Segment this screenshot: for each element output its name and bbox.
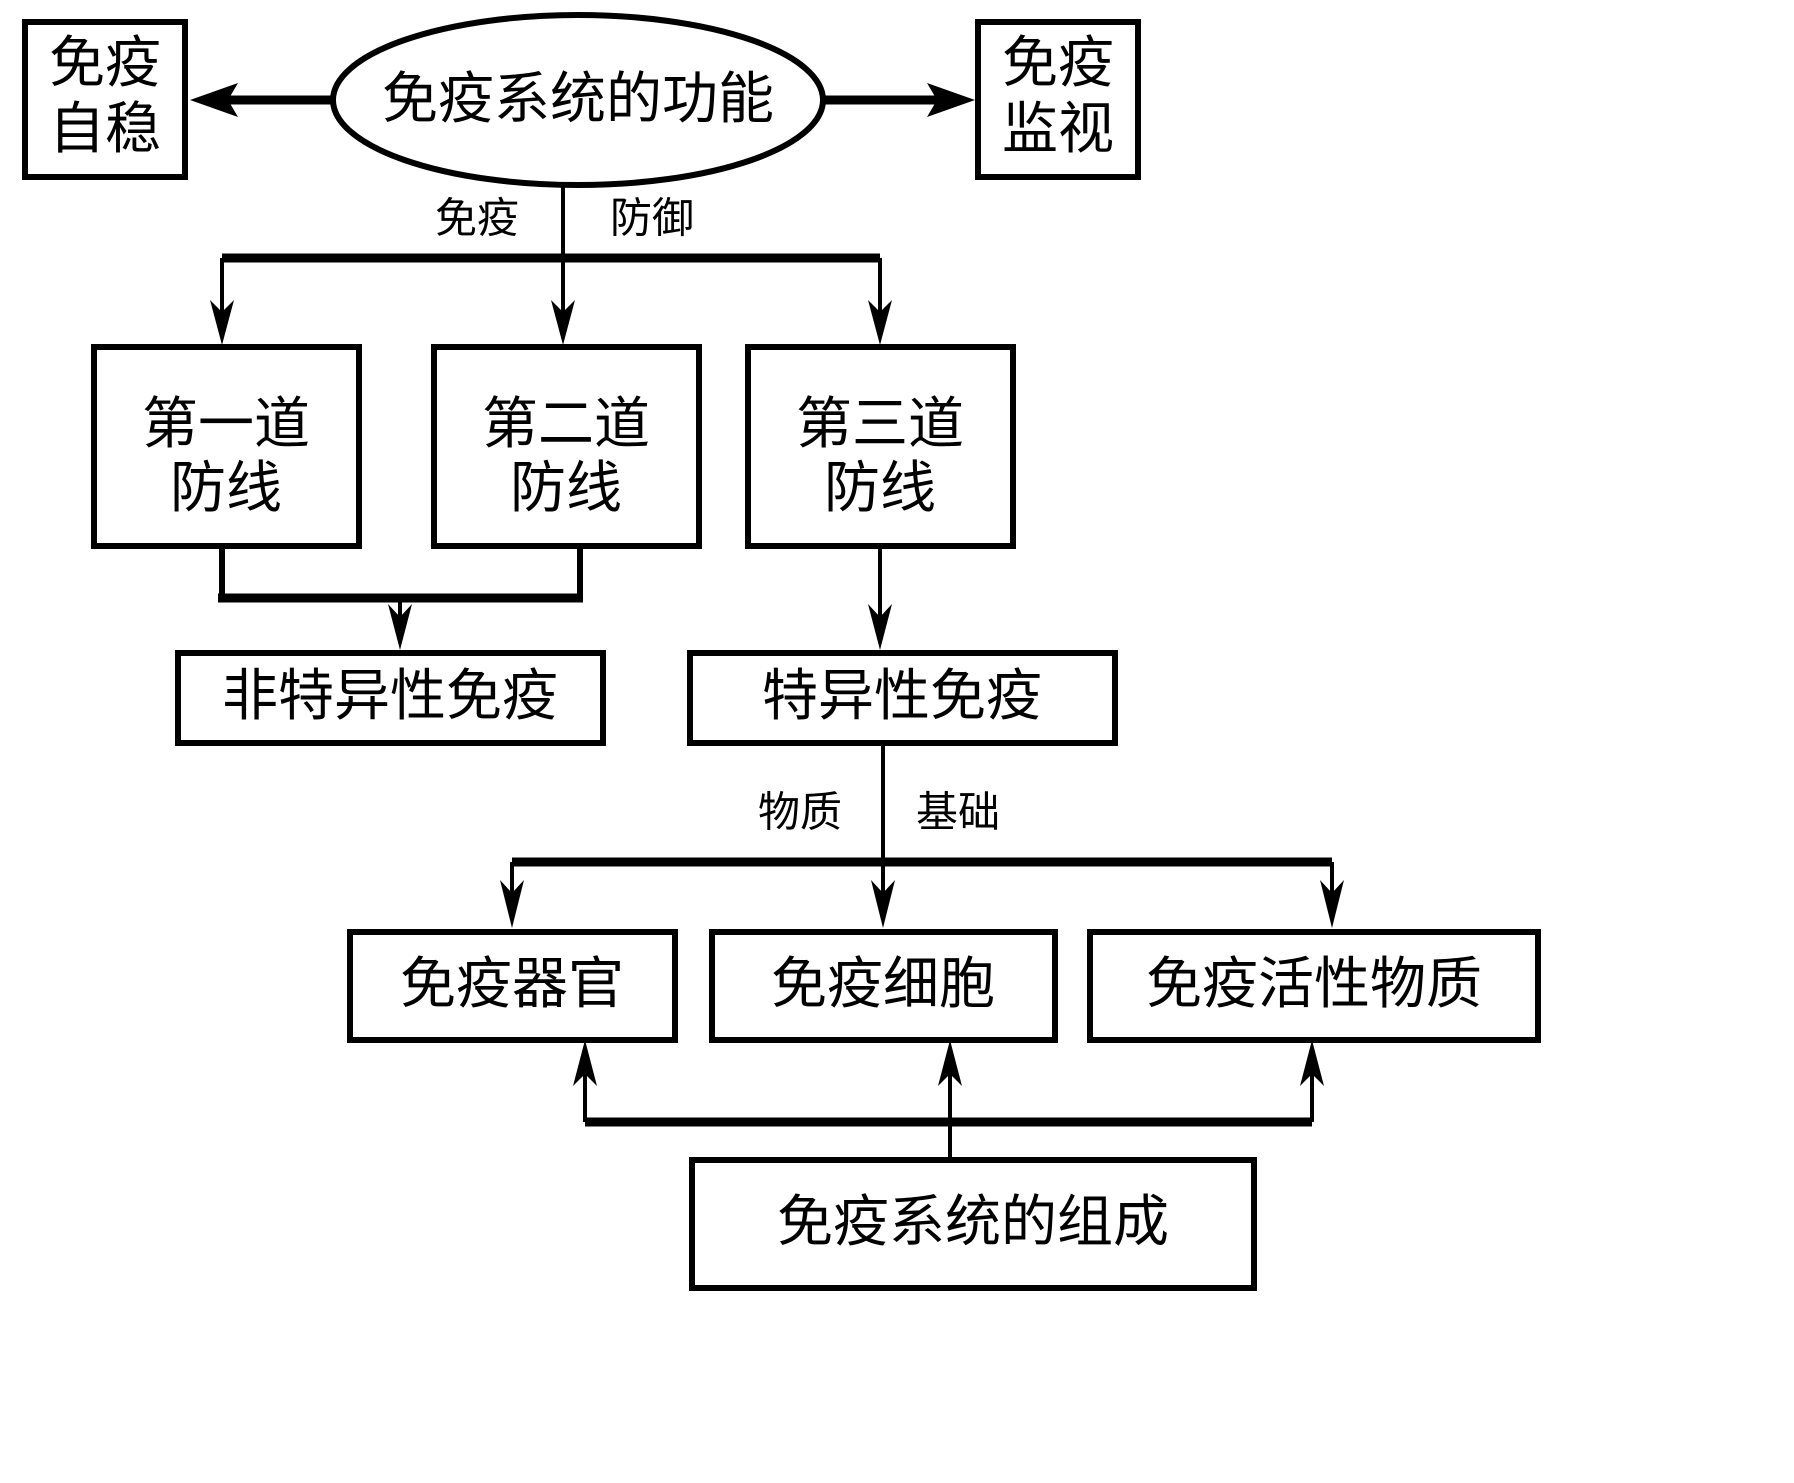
- edge-label-defense-left: 免疫: [435, 194, 519, 243]
- node-surveillance-line2: 监视: [1002, 97, 1114, 162]
- node-defense-line-3[interactable]: 第三道 防线: [745, 344, 1016, 549]
- node-self-stability[interactable]: 免疫 自稳: [22, 19, 188, 180]
- edge-specific-to-components: [500, 743, 1344, 928]
- edge-lines12-to-nonspecific: [218, 545, 583, 650]
- edge-line3-to-specific: [868, 545, 892, 650]
- node-defense-line-2-title: 第二道: [482, 392, 650, 457]
- edge-label-basis-left: 物质: [758, 788, 842, 837]
- node-self-stability-line2: 自稳: [49, 97, 161, 162]
- node-defense-line-2[interactable]: 第二道 防线: [431, 344, 702, 549]
- node-nonspecific-immunity[interactable]: 非特异性免疫: [175, 650, 606, 746]
- node-immune-active-substances-label: 免疫活性物质: [1146, 952, 1482, 1017]
- edge-root-to-defense-lines: [210, 165, 892, 345]
- node-nonspecific-immunity-label: 非特异性免疫: [222, 664, 558, 729]
- node-root[interactable]: 免疫系统的功能: [330, 12, 826, 188]
- node-surveillance-line1: 免疫: [1002, 31, 1114, 96]
- node-specific-immunity[interactable]: 特异性免疫: [687, 650, 1118, 746]
- node-immune-organs-label: 免疫器官: [400, 952, 624, 1017]
- edge-label-defense-right: 防御: [610, 194, 694, 243]
- node-immune-cells[interactable]: 免疫细胞: [709, 929, 1058, 1043]
- node-surveillance[interactable]: 免疫 监视: [975, 19, 1141, 180]
- node-immune-active-substances[interactable]: 免疫活性物质: [1087, 929, 1541, 1043]
- edge-root-to-surveillance: [820, 83, 975, 117]
- node-root-label: 免疫系统的功能: [382, 67, 774, 132]
- node-defense-line-3-title: 第三道: [796, 392, 964, 457]
- node-defense-line-2-subtitle: 防线: [510, 456, 622, 521]
- node-specific-immunity-label: 特异性免疫: [762, 664, 1042, 729]
- node-defense-line-1[interactable]: 第一道 防线: [91, 344, 362, 549]
- node-defense-line-3-subtitle: 防线: [824, 456, 936, 521]
- edge-composition-to-components: [573, 1040, 1324, 1160]
- edge-root-to-self-stability: [190, 83, 335, 117]
- node-self-stability-line1: 免疫: [49, 31, 161, 96]
- node-immune-cells-label: 免疫细胞: [771, 952, 995, 1017]
- edge-label-basis-right: 基础: [916, 788, 1000, 837]
- node-immune-system-composition-label: 免疫系统的组成: [777, 1190, 1169, 1255]
- node-defense-line-1-title: 第一道: [142, 392, 310, 457]
- node-defense-line-1-subtitle: 防线: [170, 456, 282, 521]
- node-immune-organs[interactable]: 免疫器官: [347, 929, 678, 1043]
- node-immune-system-composition[interactable]: 免疫系统的组成: [689, 1157, 1257, 1291]
